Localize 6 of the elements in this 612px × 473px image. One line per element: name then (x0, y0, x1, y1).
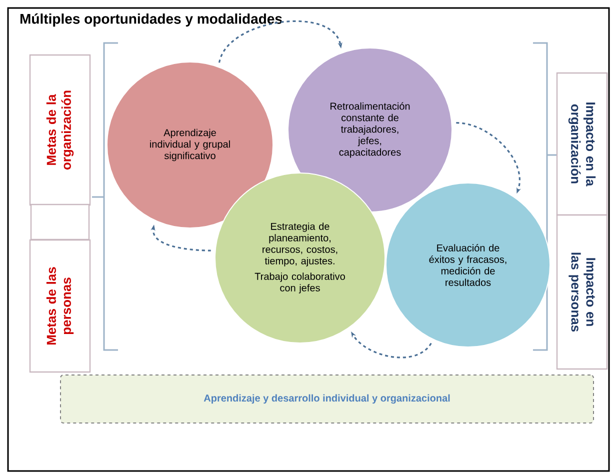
banner: Aprendizaje y desarrollo individual y organizacional (60, 374, 594, 424)
side-label-box: Impacto en la organización (556, 72, 608, 216)
curved-arrow (218, 20, 342, 63)
empty-box (30, 204, 90, 240)
title: Múltiples oportunidades y modalidades (20, 13, 282, 27)
side-label-box: Impacto en las personas (556, 214, 608, 370)
